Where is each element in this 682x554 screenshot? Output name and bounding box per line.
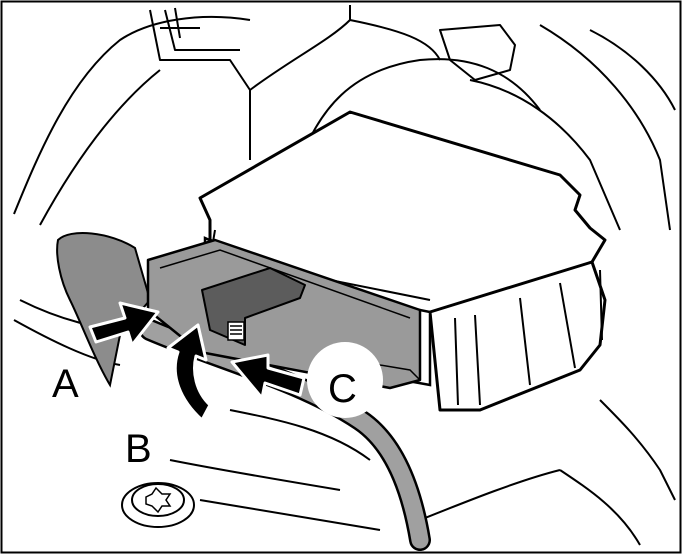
- arrow-right-icon: [88, 301, 160, 347]
- arrow-left-icon: [230, 353, 306, 400]
- label-c-background: [307, 342, 383, 418]
- callout-c: C: [328, 367, 357, 411]
- torx-screw-icon: [121, 482, 195, 528]
- callout-a: A: [52, 362, 79, 406]
- background-structure: [13, 5, 676, 546]
- callout-b: B: [125, 427, 152, 471]
- lock-ridges: [227, 321, 245, 341]
- module-side-face: [428, 260, 607, 412]
- connector-bracket: [56, 232, 152, 388]
- curved-arrow-up-icon: [166, 323, 212, 422]
